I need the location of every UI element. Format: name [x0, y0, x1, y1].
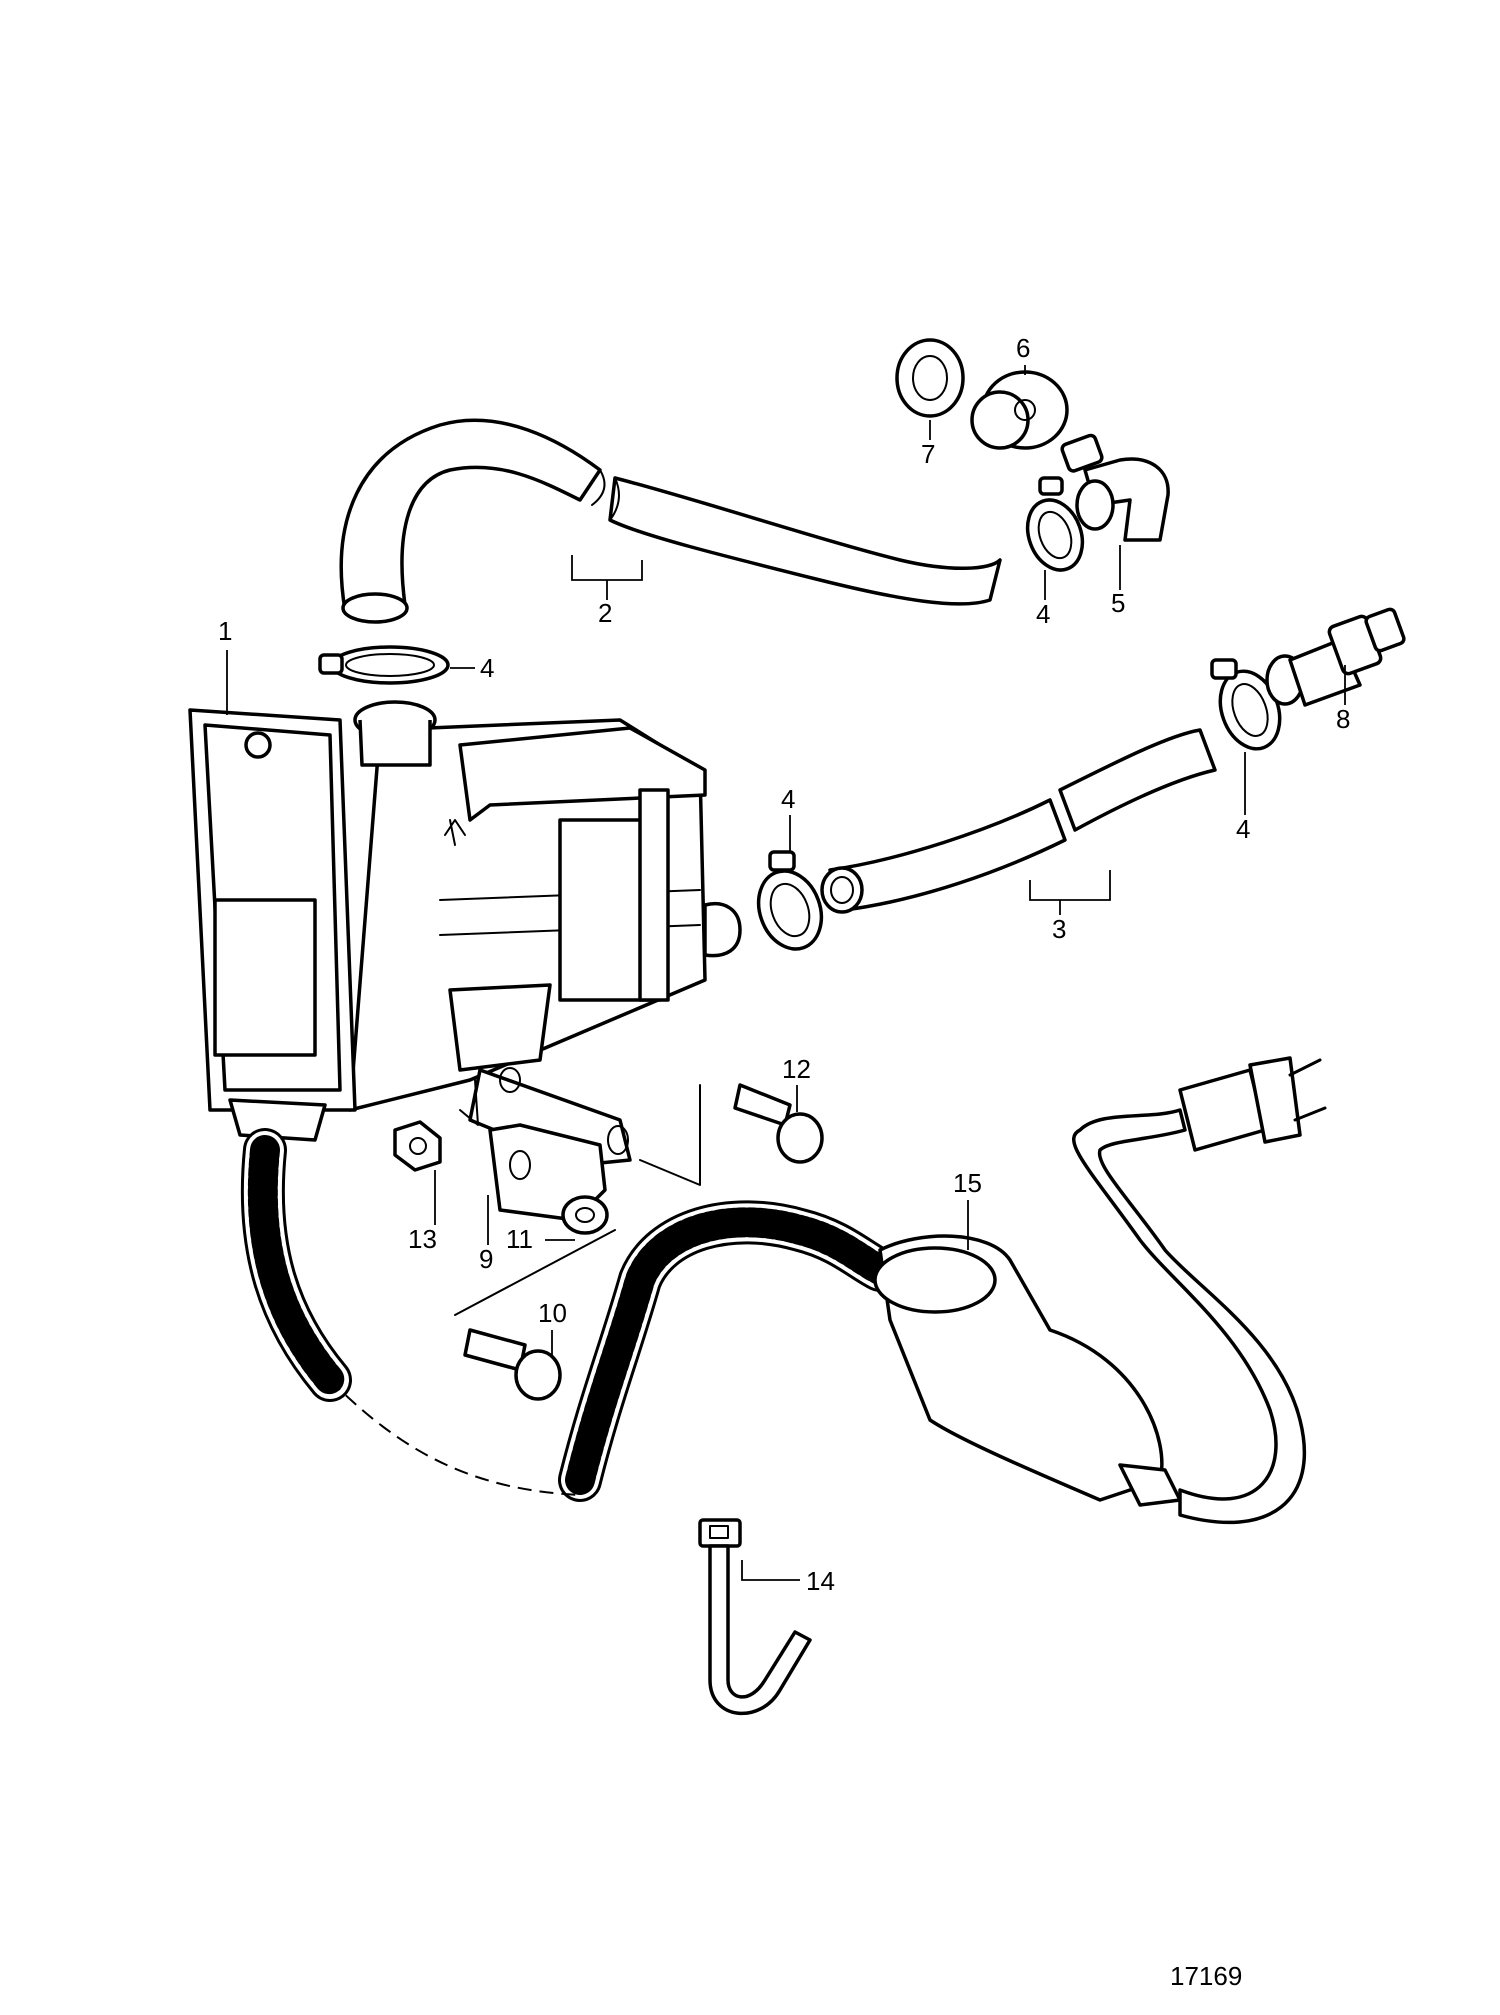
clamp-middle [756, 850, 824, 951]
junction-box [873, 1234, 1182, 1507]
callout-12: 12 [782, 1054, 811, 1084]
clamp-upper-right [1025, 476, 1085, 572]
grommet [970, 370, 1069, 450]
nut-assembly-line [459, 1079, 479, 1126]
callout-3: 3 [1052, 914, 1066, 944]
power-cord [1072, 1056, 1327, 1525]
elbow-fitting [1060, 433, 1170, 542]
washer-11 [561, 1195, 609, 1235]
callout-9: 9 [479, 1244, 493, 1274]
callout-2: 2 [598, 598, 612, 628]
callout-leaders [226, 365, 1346, 1581]
callout-11: 11 [506, 1224, 533, 1254]
washer [895, 338, 965, 418]
drawing-number: 17169 [1170, 1961, 1242, 1991]
lower-hose [820, 728, 1217, 914]
cable-conduit [240, 1128, 902, 1502]
bracket [468, 1067, 632, 1222]
heater-unit [188, 700, 742, 1142]
nut-13 [393, 1120, 442, 1172]
callout-8: 8 [1336, 704, 1350, 734]
callout-7: 7 [921, 439, 935, 469]
callout-1: 1 [218, 616, 232, 646]
nipple-fitting [1265, 607, 1406, 707]
bolt-10 [463, 1328, 562, 1401]
callout-5: 5 [1111, 588, 1125, 618]
bolt-12-assembly-line [639, 1084, 701, 1186]
callout-14: 14 [806, 1566, 835, 1596]
callout-13: 13 [408, 1224, 437, 1254]
bolt-12 [733, 1083, 824, 1164]
cable-tie [698, 1518, 812, 1716]
callout-labels: 1 2 3 4 4 4 4 5 6 7 8 9 10 11 12 13 14 1… [218, 333, 1350, 1596]
callout-4-middle: 4 [781, 784, 795, 814]
callout-10: 10 [538, 1298, 567, 1328]
callout-4-right: 4 [1236, 814, 1250, 844]
clamp-top [318, 645, 450, 685]
callout-4-top: 4 [480, 653, 494, 683]
callout-6: 6 [1016, 333, 1030, 363]
callout-15: 15 [953, 1168, 982, 1198]
bolt-10-assembly-line [454, 1229, 616, 1316]
callout-4-upper-right: 4 [1036, 599, 1050, 629]
upper-hose [339, 418, 1002, 624]
